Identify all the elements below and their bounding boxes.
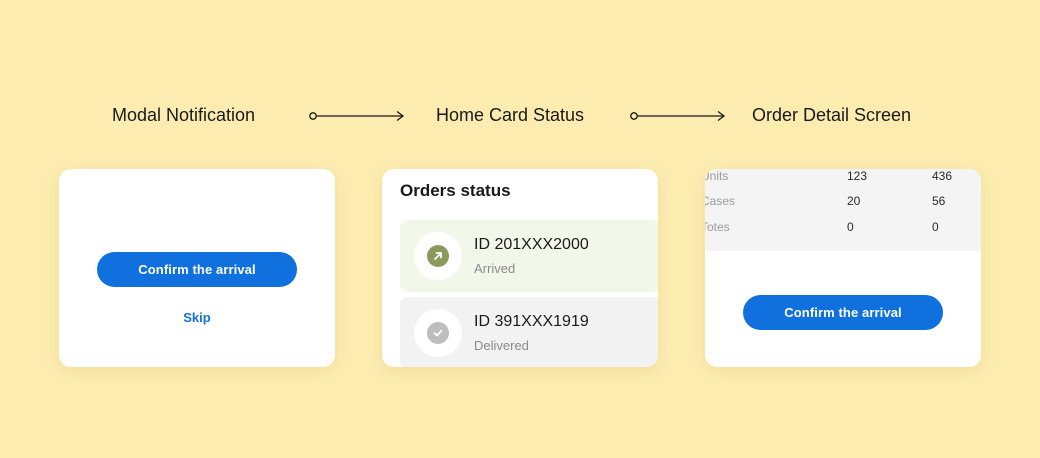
check-icon: [427, 322, 449, 344]
row-label: Cases: [705, 194, 736, 208]
modal-notification-card: Confirm the arrival Skip: [59, 169, 335, 367]
confirm-arrival-button[interactable]: Confirm the arrival: [743, 295, 943, 330]
order-id: ID 391XXX1919: [474, 313, 589, 330]
row-value-1: 123: [847, 169, 868, 183]
order-id: ID 201XXX2000: [474, 236, 589, 253]
table-row: Cases 20 56: [705, 194, 981, 210]
row-value-2: 0: [932, 220, 939, 234]
status-icon-container: [414, 309, 462, 357]
order-status: Delivered: [474, 338, 529, 353]
row-value-2: 56: [932, 194, 946, 208]
orders-status-title: Orders status: [400, 181, 511, 200]
row-label: Units: [705, 169, 729, 183]
row-value-1: 0: [847, 220, 854, 234]
step-label-order-detail-screen: Order Detail Screen: [752, 105, 912, 125]
table-row: Totes 0 0: [705, 220, 981, 236]
skip-link[interactable]: Skip: [183, 310, 211, 325]
status-icon-container: [414, 232, 462, 280]
row-value-1: 20: [847, 194, 861, 208]
flow-arrow-2: [630, 110, 726, 122]
order-status: Arrived: [474, 261, 516, 276]
confirm-arrival-button[interactable]: Confirm the arrival: [97, 252, 297, 287]
row-value-2: 436: [932, 169, 953, 183]
table-row: Units 123 436: [705, 169, 981, 185]
order-row-arrived[interactable]: ID 201XXX2000 Arrived: [400, 220, 658, 292]
quantity-table: Units 123 436 Cases 20 56 Totes 0 0: [705, 169, 981, 251]
row-label: Totes: [705, 220, 730, 234]
flow-arrow-1: [309, 110, 405, 122]
arrow-up-right-icon: [427, 245, 449, 267]
step-label-modal-notification: Modal Notification: [112, 105, 256, 125]
step-label-home-card-status: Home Card Status: [436, 105, 585, 125]
home-card-status-card: Orders status ID 201XXX2000 Arrived ID 3…: [382, 169, 658, 367]
order-detail-card: Units 123 436 Cases 20 56 Totes 0 0 Conf…: [705, 169, 981, 367]
order-row-delivered[interactable]: ID 391XXX1919 Delivered: [400, 297, 658, 367]
